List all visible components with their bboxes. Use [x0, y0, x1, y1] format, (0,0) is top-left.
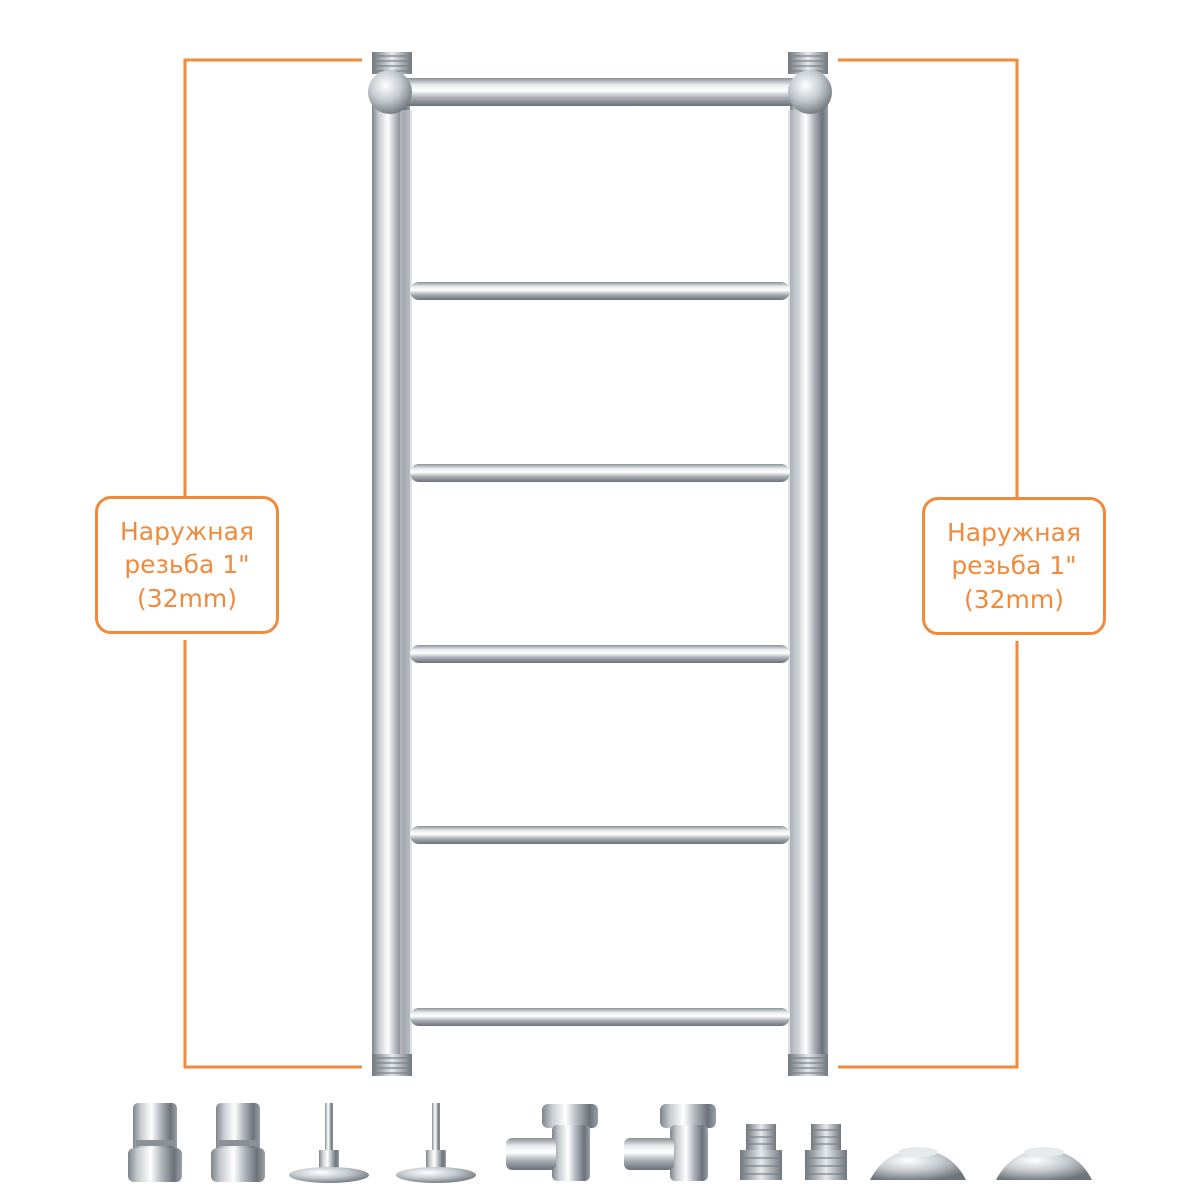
crossbar [410, 282, 790, 300]
angle-valve-icon [624, 1104, 716, 1181]
dimension-bracket-left [183, 58, 362, 1069]
decorative-cap-icon [996, 1147, 1092, 1180]
dimension-bracket-right [838, 58, 1019, 1069]
bottom-right-thread [788, 1054, 828, 1076]
top-left-elbow [368, 70, 412, 114]
label-line-2: резьба 1" [124, 550, 250, 580]
top-bar [390, 78, 810, 106]
angle-valve-icon [506, 1104, 598, 1181]
thread-size-label-left: Наружная резьба 1" (32mm) [95, 496, 279, 634]
crossbar [410, 826, 790, 844]
label-line-2: резьба 1" [951, 551, 1077, 581]
label-line-3: (32mm) [136, 583, 238, 613]
right-pipe-inner [788, 110, 800, 1058]
threaded-nipple-icon [740, 1124, 782, 1180]
label-line-3: (32mm) [963, 584, 1065, 614]
crossbar [410, 645, 790, 663]
accessories-row [128, 1103, 1092, 1183]
crossbar [410, 464, 790, 482]
crossbars [410, 282, 790, 1026]
label-line-1: Наружная [946, 517, 1081, 547]
label-line-1: Наружная [119, 516, 254, 546]
top-right-elbow [788, 70, 832, 114]
decorative-cap-icon [870, 1147, 966, 1180]
straight-valve-icon [128, 1103, 182, 1182]
wall-mount-bracket-icon [396, 1103, 476, 1183]
left-pipe-inner [400, 110, 412, 1058]
top-right-thread [788, 52, 828, 74]
top-left-thread [372, 52, 412, 74]
towel-rail [368, 52, 832, 1076]
wall-mount-bracket-icon [289, 1103, 369, 1183]
straight-valve-icon [211, 1103, 265, 1182]
thread-size-label-right: Наружная резьба 1" (32mm) [922, 497, 1106, 635]
bottom-left-thread [372, 1054, 412, 1076]
crossbar [410, 1008, 790, 1026]
threaded-nipple-icon [805, 1124, 847, 1180]
